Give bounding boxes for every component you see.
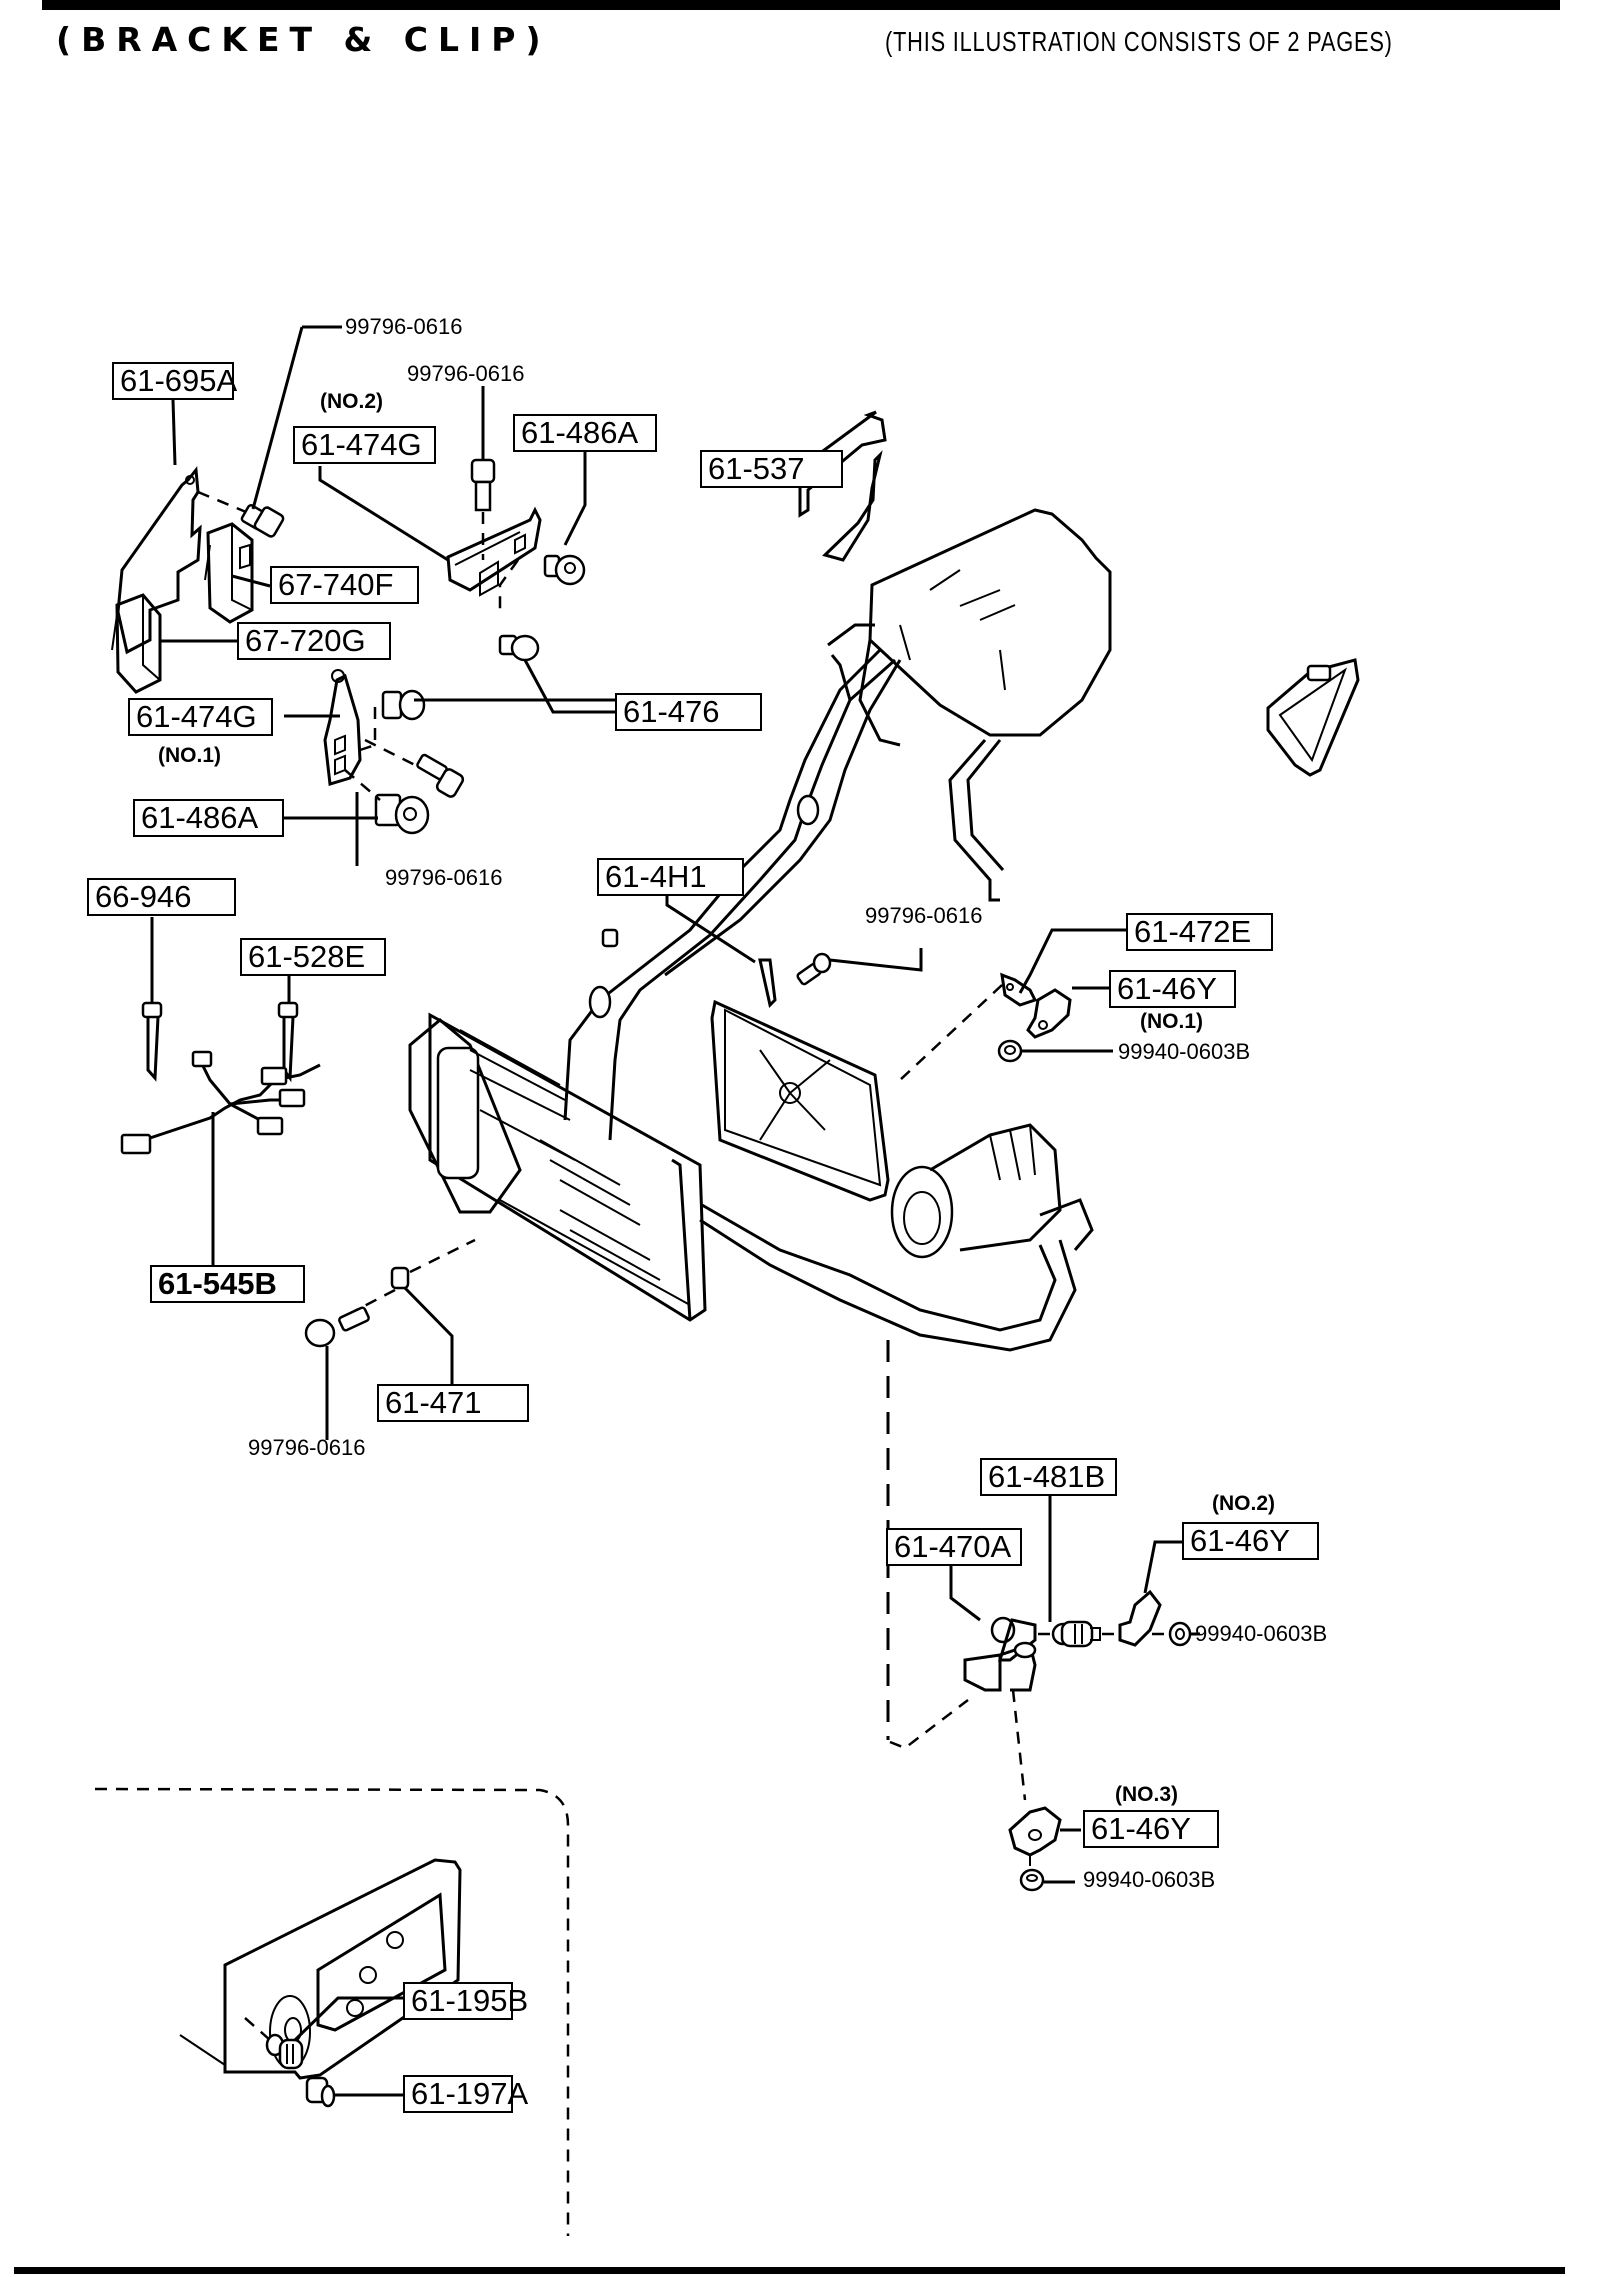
part-label-61-46Y-no3[interactable]: 61-46Y	[1083, 1810, 1219, 1848]
knob-61-195B-drawing	[244, 2017, 304, 2070]
part-label-61-197A[interactable]: 61-197A	[403, 2075, 528, 2113]
part-label-61-537[interactable]: 61-537	[700, 450, 843, 488]
part-label-67-720G[interactable]: 67-720G	[237, 622, 391, 660]
part-label-61-470A[interactable]: 61-470A	[886, 1528, 1022, 1566]
clip-upper-no1-drawing	[381, 689, 426, 721]
clip-61-476-drawing	[498, 559, 540, 662]
bracket-61-474G-no2-drawing	[446, 506, 542, 597]
duct-61-triangle-drawing	[1266, 658, 1360, 777]
harness-61-545B-drawing	[120, 1050, 321, 1155]
part-label-99796-0616: 99796-0616	[407, 361, 525, 386]
part-label-61-472E[interactable]: 61-472E	[1126, 913, 1273, 951]
bracket-61-474G-no1-drawing	[323, 669, 362, 786]
part-label-99940-0603B: 99940-0603B	[1083, 1867, 1216, 1892]
detail-panel-border	[94, 1787, 570, 2236]
part-note-no1: (NO.1)	[1140, 1010, 1203, 1033]
part-label-61-474G-no1[interactable]: 61-474G	[128, 698, 273, 736]
refrigerant-pipes-drawing	[563, 648, 902, 1141]
relay-67-720G-drawing	[111, 593, 162, 694]
bolt-icon	[796, 952, 832, 986]
part-label-66-946[interactable]: 66-946	[87, 878, 236, 916]
bottom-rule	[14, 2267, 1565, 2274]
bracket-61-472E-drawing	[1000, 972, 1038, 1007]
part-label-99796-0616: 99796-0616	[385, 865, 503, 890]
bolt-icon	[364, 738, 465, 798]
part-label-61-545B[interactable]: 61-545B	[150, 1265, 305, 1303]
part-label-61-4H1[interactable]: 61-4H1	[597, 858, 744, 896]
bracket-61-470A-drawing	[963, 1616, 1037, 1692]
cap-61-197A-drawing	[305, 2076, 336, 2108]
part-note-no2: (NO.2)	[320, 390, 383, 413]
clamp-61-46Y-no1-drawing	[1026, 988, 1072, 1039]
relay-67-740F-drawing	[204, 522, 254, 624]
condenser-drawing	[408, 1012, 707, 1322]
top-rule	[42, 0, 1560, 10]
clip-66-946-drawing	[141, 1001, 163, 1082]
part-label-61-46Y-no2[interactable]: 61-46Y	[1182, 1522, 1319, 1560]
compressor-hose-drawing	[699, 1198, 1094, 1352]
part-label-61-486A-lower[interactable]: 61-486A	[133, 799, 284, 837]
part-label-61-695A[interactable]: 61-695A	[112, 362, 237, 400]
part-note-no3: (NO.3)	[1115, 1783, 1178, 1806]
part-label-99796-0616: 99796-0616	[248, 1435, 366, 1460]
part-label-67-740F[interactable]: 67-740F	[270, 566, 419, 604]
bolt-icon	[197, 490, 285, 538]
part-note-no2: (NO.2)	[1212, 1492, 1275, 1515]
part-label-61-486A[interactable]: 61-486A	[513, 414, 657, 452]
part-label-99796-0616: 99796-0616	[345, 314, 463, 339]
part-label-61-195B[interactable]: 61-195B	[403, 1982, 528, 2020]
page-title: (BRACKET & CLIP)	[56, 20, 551, 59]
part-label-61-476[interactable]: 61-476	[615, 693, 762, 731]
part-label-61-471[interactable]: 61-471	[377, 1384, 529, 1422]
nut-icon	[1168, 1621, 1192, 1647]
page-subtitle: (THIS ILLUSTRATION CONSISTS OF 2 PAGES)	[885, 26, 1393, 57]
clip-61-486A-lower-drawing	[374, 793, 430, 835]
clip-61-471-drawing	[344, 1238, 476, 1318]
part-label-61-46Y-no1[interactable]: 61-46Y	[1109, 970, 1236, 1008]
clamp-61-46Y-no3-drawing	[1008, 1806, 1081, 1857]
part-label-61-481B[interactable]: 61-481B	[980, 1458, 1117, 1496]
part-note-no1: (NO.1)	[158, 744, 221, 767]
nut-icon	[1019, 1856, 1045, 1892]
clip-61-486A-top-drawing	[543, 554, 586, 586]
part-label-99940-0603B: 99940-0603B	[1118, 1039, 1251, 1064]
bracket-61-695A-drawing	[116, 466, 202, 655]
fan-shroud-drawing	[710, 958, 890, 1202]
part-label-99940-0603B: 99940-0603B	[1195, 1621, 1328, 1646]
band-61-537-drawing	[798, 410, 887, 562]
part-label-61-474G-no2[interactable]: 61-474G	[293, 426, 436, 464]
blower-unit-drawing	[827, 508, 1112, 902]
bushing-61-481B-drawing	[1038, 1620, 1101, 1648]
clamp-61-46Y-no2-drawing	[1102, 1589, 1170, 1647]
nut-icon	[997, 1039, 1023, 1063]
part-label-61-528E[interactable]: 61-528E	[240, 938, 386, 976]
bolt-icon	[304, 1306, 370, 1348]
control-panel-drawing	[179, 1858, 462, 2080]
compressor-drawing	[890, 1123, 1062, 1259]
part-label-99796-0616: 99796-0616	[865, 903, 983, 928]
